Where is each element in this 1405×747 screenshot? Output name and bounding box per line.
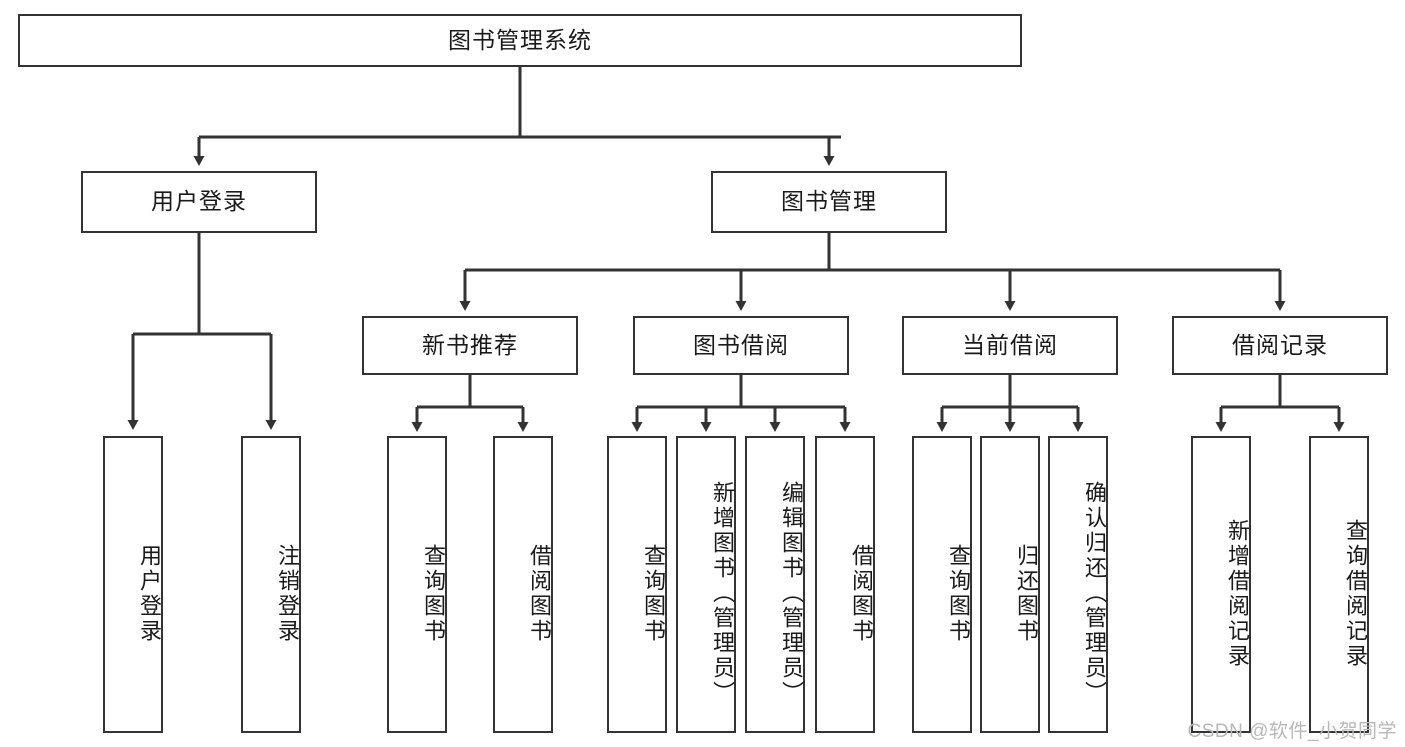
- csdn-watermark: CSDN @软件_小贺同学: [1187, 721, 1397, 742]
- leaf-borrow-edit-book-admin[interactable]: 编辑图书（管理员）: [745, 436, 805, 733]
- leaf-newbook-borrow-books[interactable]: 借阅图书: [493, 436, 553, 733]
- node-book-management[interactable]: 图书管理: [711, 171, 947, 233]
- node-borrow-records[interactable]: 借阅记录: [1172, 316, 1388, 375]
- node-current-borrow[interactable]: 当前借阅: [902, 316, 1118, 375]
- leaf-newbook-query-books[interactable]: 查询图书: [387, 436, 447, 733]
- node-user-login[interactable]: 用户登录: [81, 171, 317, 233]
- leaf-user-login-signout[interactable]: 注销登录: [241, 436, 301, 733]
- leaf-borrow-add-book-admin[interactable]: 新增图书（管理员）: [676, 436, 736, 733]
- leaf-current-confirm-return-admin[interactable]: 确认归还（管理员）: [1048, 436, 1108, 733]
- leaf-borrow-borrow-books[interactable]: 借阅图书: [815, 436, 875, 733]
- node-new-book-recommend[interactable]: 新书推荐: [362, 316, 578, 375]
- leaf-borrow-query-books[interactable]: 查询图书: [607, 436, 667, 733]
- node-root[interactable]: 图书管理系统: [18, 14, 1022, 67]
- node-book-borrow[interactable]: 图书借阅: [633, 316, 849, 375]
- leaf-current-return-books[interactable]: 归还图书: [980, 436, 1040, 733]
- leaf-records-query-record[interactable]: 查询借阅记录: [1309, 436, 1369, 733]
- leaf-current-query-books[interactable]: 查询图书: [912, 436, 972, 733]
- leaf-records-add-record[interactable]: 新增借阅记录: [1191, 436, 1251, 733]
- leaf-user-login-signin[interactable]: 用户登录: [103, 436, 163, 733]
